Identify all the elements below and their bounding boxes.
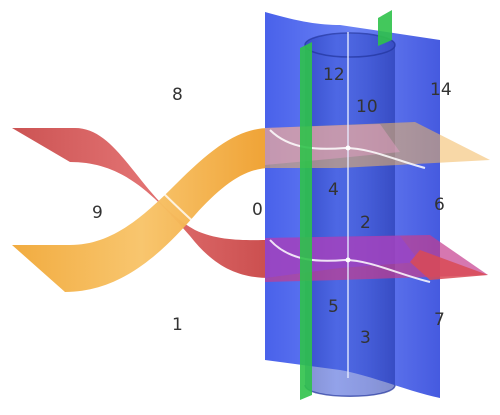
upper-sheet-pink-overlay xyxy=(265,124,400,165)
region-label-3: 3 xyxy=(360,328,371,348)
green-vertical-strip xyxy=(300,42,312,400)
region-label-5: 5 xyxy=(328,297,339,317)
upper-horizontal-sheet xyxy=(265,122,490,168)
region-label-12: 12 xyxy=(323,65,345,85)
region-label-1: 1 xyxy=(172,315,183,335)
region-label-14: 14 xyxy=(430,80,452,100)
green-vertical-strip-right xyxy=(378,10,392,46)
red-sheet xyxy=(12,128,270,278)
region-label-10: 10 xyxy=(356,97,378,117)
cylinder-body xyxy=(305,33,395,397)
region-label-7: 7 xyxy=(434,310,445,330)
sheet-crossing-edge xyxy=(149,179,206,233)
region-label-8: 8 xyxy=(172,85,183,105)
region-label-4: 4 xyxy=(328,180,339,200)
region-label-9: 9 xyxy=(92,203,103,223)
lower-sheet-red-right xyxy=(410,250,488,280)
region-label-2: 2 xyxy=(360,213,371,233)
upper-intersection-point xyxy=(345,145,351,151)
lower-intersection-curve xyxy=(269,239,431,283)
orange-sheet xyxy=(12,128,270,292)
cylinder-top xyxy=(304,32,396,58)
upper-intersection-curve xyxy=(269,129,426,169)
region-label-0: 0 xyxy=(252,200,263,220)
region-label-6: 6 xyxy=(434,195,445,215)
lower-intersection-point xyxy=(345,257,351,263)
